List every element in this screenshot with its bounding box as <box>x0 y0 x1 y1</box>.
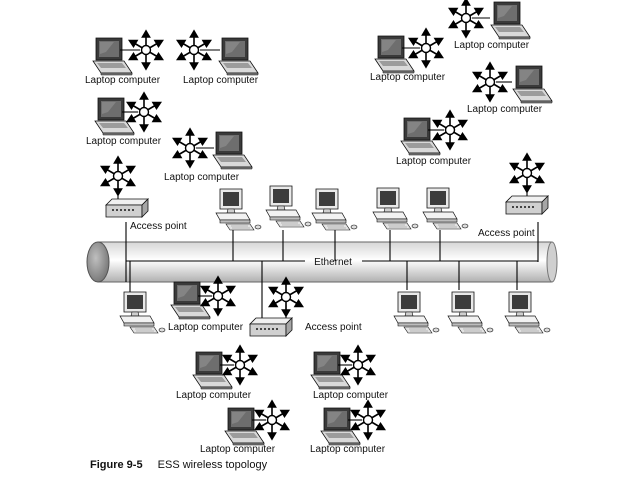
laptop-computer-icon <box>218 37 259 76</box>
access-point-right: Access point <box>478 153 549 239</box>
laptop-label: Laptop computer <box>164 172 240 183</box>
laptop-10: Laptop computer <box>176 345 258 401</box>
laptop-computer-icon <box>490 1 531 40</box>
access-point-icon <box>505 195 549 215</box>
laptop-4: Laptop computer <box>164 128 253 183</box>
laptop-5: Laptop computer <box>448 0 531 51</box>
laptop-label: Laptop computer <box>370 72 446 83</box>
desktop-computer-icon <box>119 291 166 334</box>
access-point-left: Access point <box>100 156 187 232</box>
laptop-computer-icon <box>212 131 253 170</box>
laptop-12: Laptop computer <box>200 400 290 455</box>
laptop-6: Laptop computer <box>370 28 446 83</box>
access-point-icon <box>249 317 293 337</box>
access-point-label: Access point <box>478 228 535 239</box>
desktop-computer-icon <box>422 187 469 230</box>
access-point-label: Access point <box>305 322 362 333</box>
backbone-drops <box>125 222 539 318</box>
laptop-11: Laptop computer <box>310 345 389 401</box>
laptop-label: Laptop computer <box>86 136 162 147</box>
laptop-label: Laptop computer <box>396 156 472 167</box>
desktop-computer-icon <box>447 291 494 334</box>
desktop-computer-icon <box>215 188 262 231</box>
desktop-computer-icon <box>393 291 440 334</box>
laptop-label: Laptop computer <box>467 104 543 115</box>
laptop-7: Laptop computer <box>467 62 553 115</box>
laptop-label: Laptop computer <box>85 75 161 86</box>
laptop-2: Laptop computer <box>176 30 259 86</box>
laptop-1: Laptop computer <box>85 30 164 86</box>
desktop-computers-top <box>215 185 469 231</box>
laptop-label: Laptop computer <box>168 322 244 333</box>
laptop-label: Laptop computer <box>310 444 386 455</box>
laptop-computer-icon <box>400 117 441 156</box>
laptop-13: Laptop computer <box>310 400 386 455</box>
laptop-label: Laptop computer <box>176 390 252 401</box>
access-point-label: Access point <box>130 221 187 232</box>
laptop-computer-icon <box>512 65 553 104</box>
access-point-bottom: Access point <box>249 277 362 337</box>
desktop-computer-icon <box>265 185 312 228</box>
desktop-computer-icon <box>504 291 551 334</box>
access-point-icon <box>105 198 149 218</box>
laptop-label: Laptop computer <box>200 444 276 455</box>
desktop-computer-icon <box>372 187 419 230</box>
laptop-label: Laptop computer <box>313 390 389 401</box>
figure-title: ESS wireless topology <box>157 459 268 471</box>
laptop-computer-icon <box>374 35 415 74</box>
laptop-3: Laptop computer <box>86 92 162 147</box>
ethernet-backbone: Ethernet <box>86 241 558 283</box>
desktop-computer-icon <box>311 188 358 231</box>
laptop-label: Laptop computer <box>454 40 530 51</box>
laptop-8: Laptop computer <box>396 110 472 167</box>
figure-caption: Figure 9-5 ESS wireless topology <box>90 459 267 471</box>
laptop-label: Laptop computer <box>183 75 259 86</box>
figure-number: Figure 9-5 <box>90 459 143 471</box>
ethernet-label: Ethernet <box>314 257 352 268</box>
laptop-9: Laptop computer <box>168 276 244 333</box>
laptop-computer-icon <box>92 37 133 76</box>
